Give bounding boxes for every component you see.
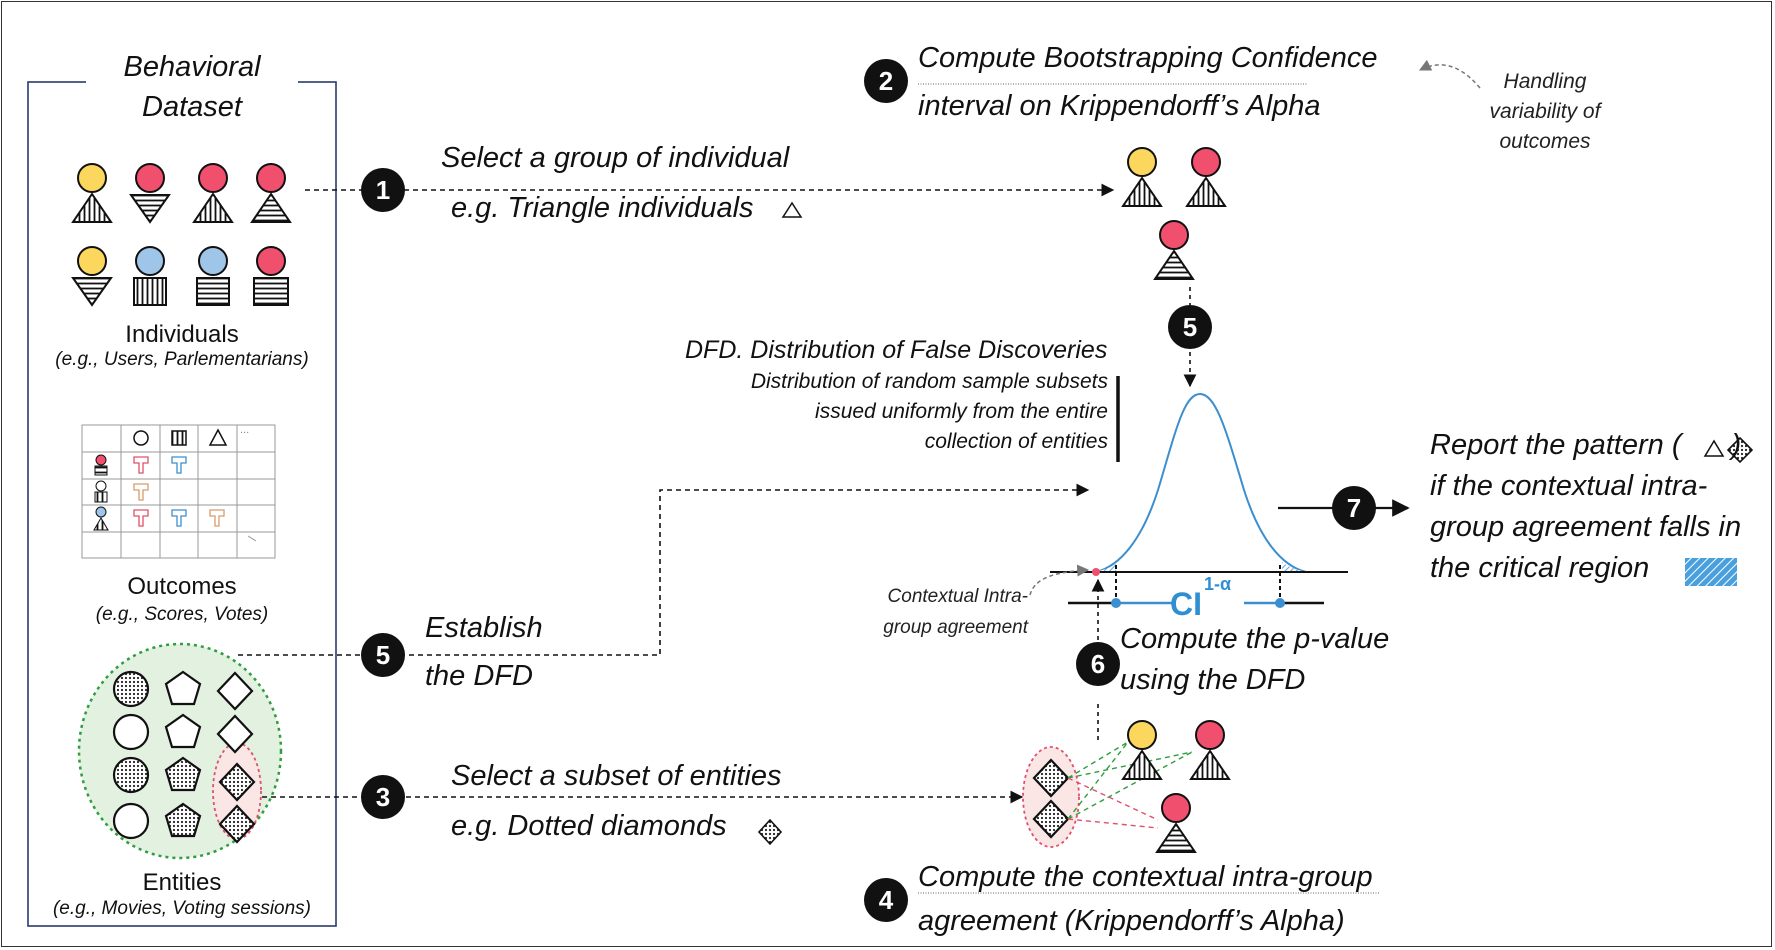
individuals-examples: (e.g., Users, Parlementarians) (55, 349, 309, 370)
step7-badge: 7 (1332, 486, 1376, 530)
contextual-note: Contextual Intra- group agreement (883, 586, 1028, 638)
observed-point (1092, 568, 1100, 576)
subset-individuals (1121, 720, 1231, 853)
step5-badge-lower: 5 (361, 633, 405, 677)
step6-badge: 6 (1076, 642, 1120, 686)
dfd-description: Distribution of random sample subsets is… (750, 370, 1108, 453)
variability-arrow (1418, 59, 1481, 89)
outcomes-label: Outcomes (127, 573, 237, 600)
dataset-title: Behavioral Dataset (86, 47, 298, 127)
individuals-icons (71, 163, 292, 307)
contextual-arrow (1029, 564, 1090, 596)
table-ellipsis: ... (240, 424, 250, 436)
outcomes-table-marks (93, 428, 257, 542)
left-tail (1096, 564, 1116, 572)
agreement-links (1067, 741, 1193, 829)
entities-icons (112, 670, 256, 844)
step1-line2: e.g. Triangle individuals (451, 192, 754, 224)
step5-line2: the DFD (425, 660, 533, 692)
step3-line2: e.g. Dotted diamonds (451, 810, 727, 842)
dfd-title: DFD. Distribution of False Discoveries (685, 336, 1108, 364)
step5b-arrow (238, 483, 1090, 656)
ci-right-dot (1275, 598, 1285, 608)
step1-line1: Select a group of individual (441, 142, 790, 174)
right-tail (1282, 562, 1306, 572)
step4-line1: Compute the contextual intra-group (918, 861, 1373, 893)
report-diamond-icon (1726, 436, 1754, 464)
dfd-curve (1095, 392, 1307, 573)
step2-badge: 2 (864, 59, 908, 103)
step2-line2: interval on Krippendorff’s Alpha (918, 90, 1321, 122)
step5-line1: Establish (425, 612, 543, 644)
step3-line1: Select a subset of entities (451, 760, 782, 792)
report-line1: Report the pattern () (1430, 429, 1742, 461)
selected-individuals (1121, 147, 1227, 280)
triangle-symbol-icon (781, 201, 803, 218)
report-line2: if the contextual intra- (1430, 470, 1708, 502)
ci-superscript: 1-α (1204, 574, 1232, 594)
step6-line1: Compute the p-value (1120, 623, 1390, 655)
report-triangle-icon (1703, 439, 1725, 457)
report-line4: the critical region (1430, 552, 1650, 584)
step6-line2: using the DFD (1120, 664, 1306, 696)
report-line3: group agreement falls in (1430, 511, 1742, 543)
step4-badge: 4 (864, 878, 908, 922)
entities-examples: (e.g., Movies, Voting sessions) (52, 898, 311, 919)
variability-note: Handling variability of outcomes (1489, 70, 1601, 153)
ci-label: CI (1170, 586, 1202, 622)
individuals-label: Individuals (125, 321, 239, 348)
dotted-diamond-icon (757, 818, 783, 846)
report-text: Report the pattern () if the contextual … (1430, 425, 1741, 589)
step5-badge-top: 5 (1168, 305, 1212, 349)
step3-badge: 3 (361, 775, 405, 819)
outcomes-table (81, 424, 276, 559)
step1-badge: 1 (361, 168, 405, 212)
critical-region-swatch (1685, 558, 1737, 586)
step2-line1: Compute Bootstrapping Confidence (918, 42, 1378, 74)
outcomes-examples: (e.g., Scores, Votes) (95, 604, 269, 625)
ci-left-dot (1111, 598, 1121, 608)
step4-line2: agreement (Krippendorff’s Alpha) (918, 905, 1345, 937)
entities-label: Entities (142, 869, 222, 896)
subset-diamonds (1032, 758, 1070, 839)
